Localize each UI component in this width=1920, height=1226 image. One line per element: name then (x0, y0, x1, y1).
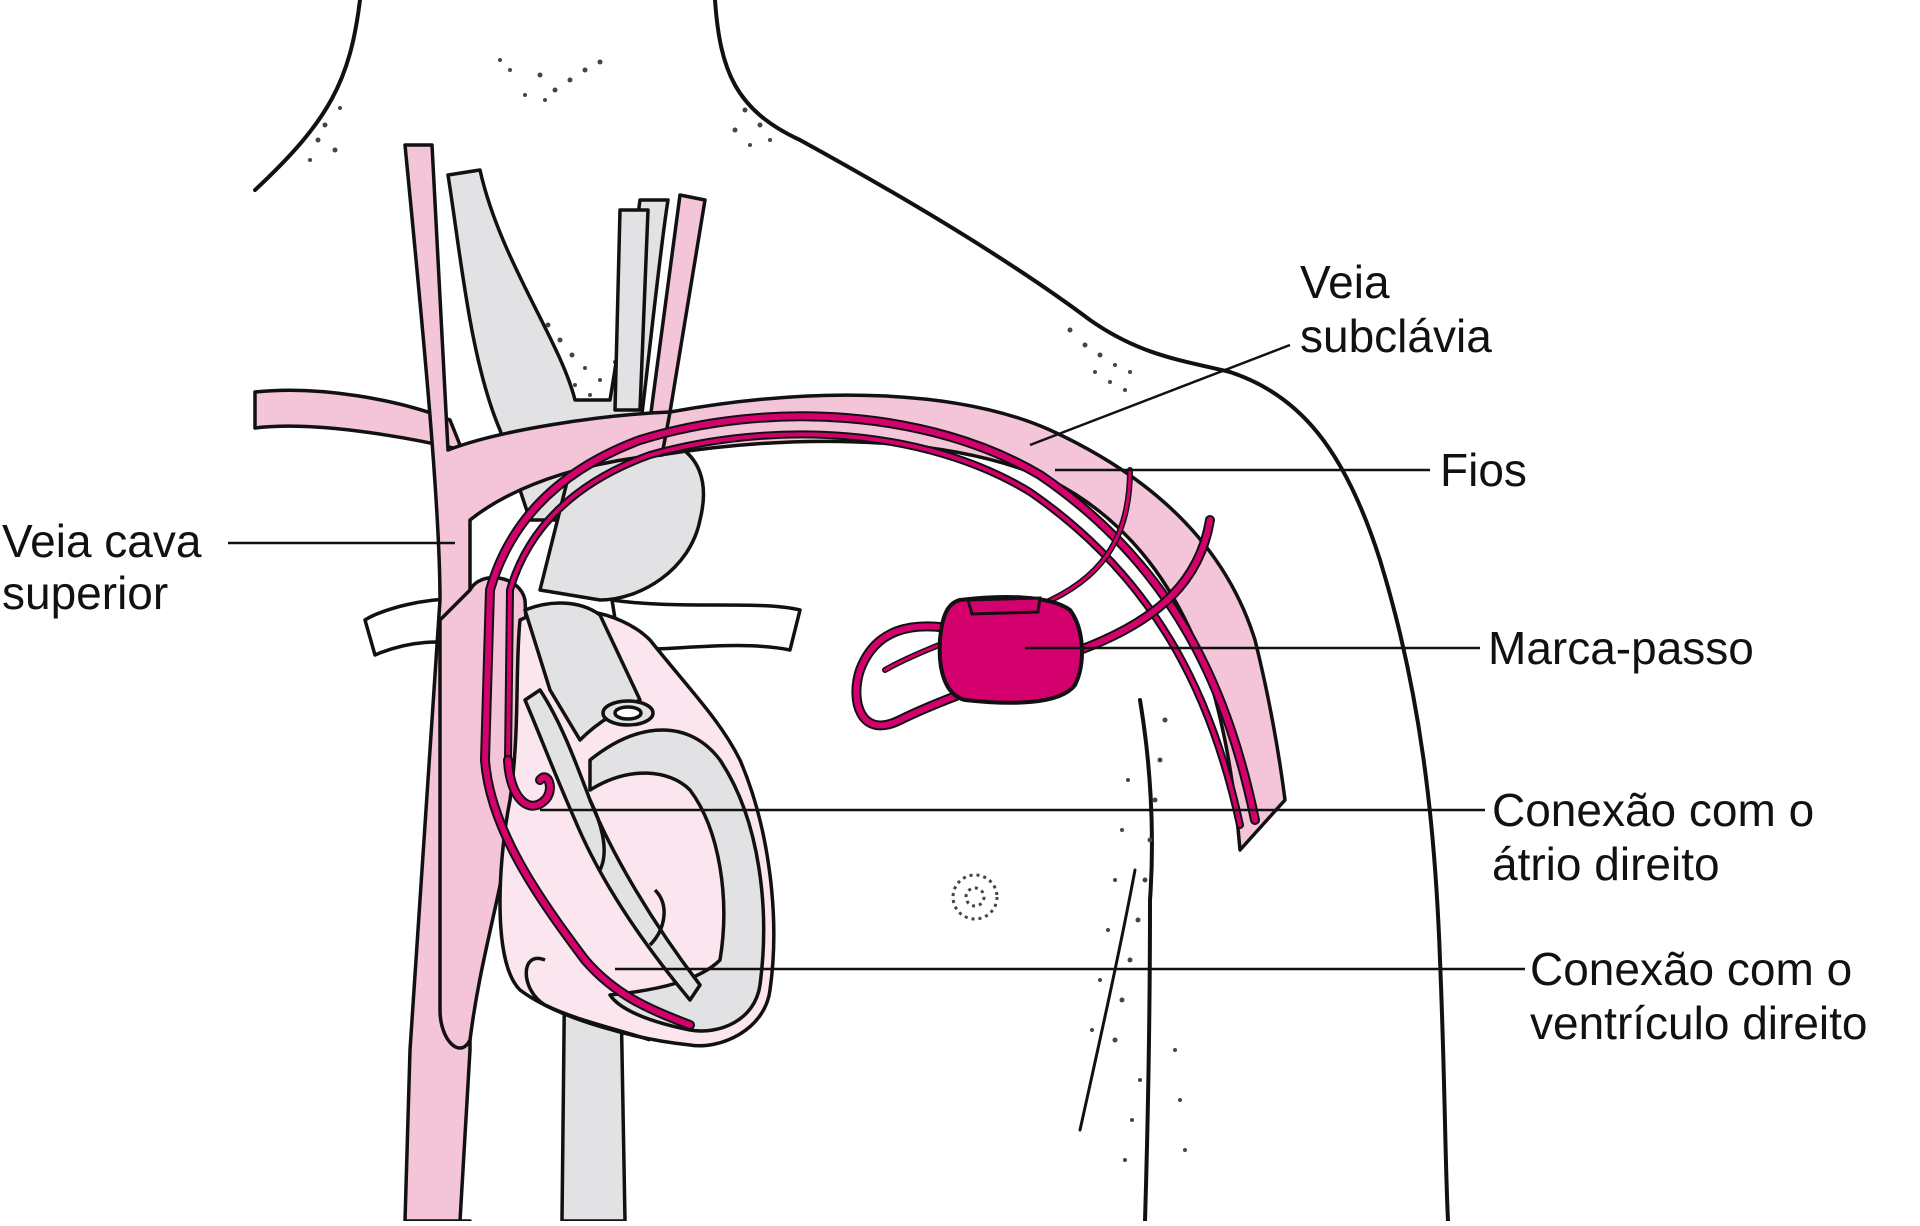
wires-label: Fios (1440, 444, 1527, 496)
subclavian-vein (253, 193, 1287, 852)
atrium-label-line2: átrio direito (1492, 838, 1720, 890)
subclavian-label-line1: Veia (1300, 256, 1390, 308)
body-outline (253, 0, 1450, 1223)
pacemaker-device (937, 595, 1084, 705)
ventricle-label-line2: ventrículo direito (1530, 997, 1868, 1049)
shading-stipple (308, 58, 1187, 1162)
subclavian-label-line2: subclávia (1300, 310, 1492, 362)
svc-label-line2: superior (2, 567, 168, 619)
nipple (951, 873, 999, 921)
ventricle-label-line1: Conexão com o (1530, 943, 1852, 995)
leader-lines (228, 343, 1525, 971)
pacemaker-label: Marca-passo (1488, 622, 1754, 674)
atrium-label-line1: Conexão com o (1492, 784, 1814, 836)
svc-label-line1: Veia cava (2, 515, 202, 567)
labels: Veia subclávia Fios Veia cava superior M… (2, 256, 1868, 1049)
